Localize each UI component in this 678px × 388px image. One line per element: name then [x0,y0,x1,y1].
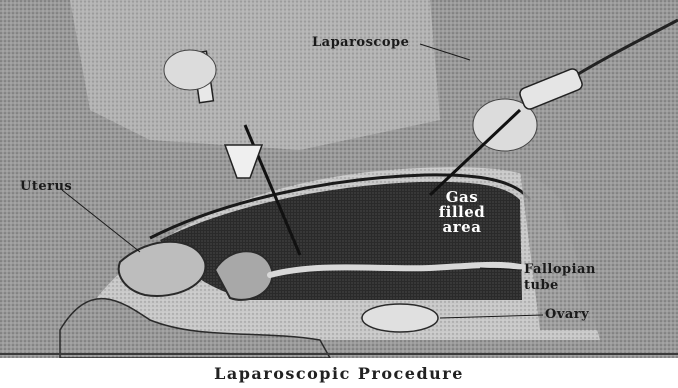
label-gas-filled-area: Gas filled area [432,190,492,235]
left-hand [164,50,216,90]
laparoscopy-illustration [0,0,678,358]
label-fallopian-tube: Fallopian tube [524,262,604,294]
label-ovary: Ovary [545,308,589,321]
figure-caption: Laparoscopic Procedure [0,364,678,383]
label-laparoscope: Laparoscope [312,36,409,49]
ovary-shape [362,304,438,332]
surgeon-torso [70,0,440,150]
label-uterus: Uterus [20,180,72,193]
